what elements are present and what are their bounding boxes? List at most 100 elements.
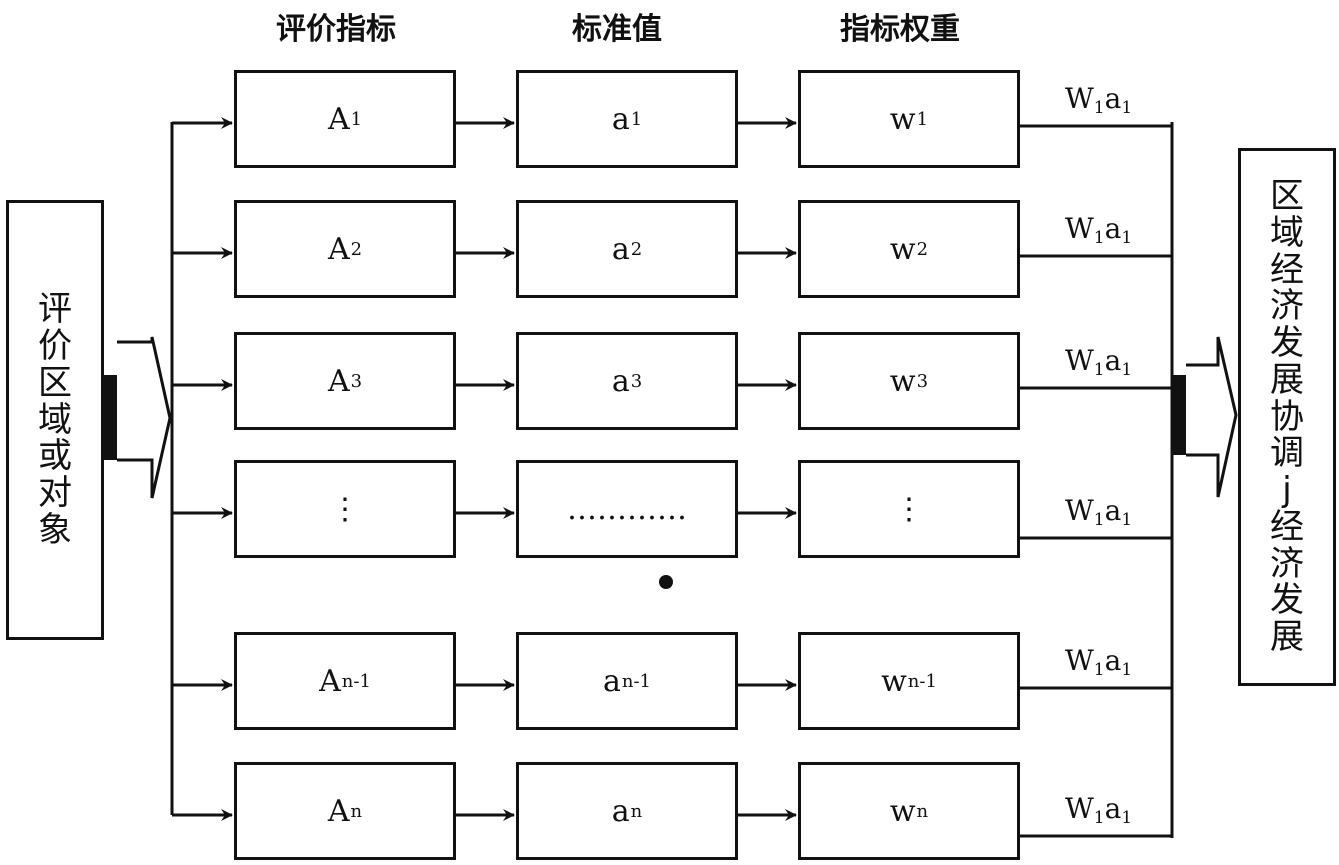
weight-box-subscript: 3 <box>916 370 929 392</box>
indicator-box-symbol: A <box>327 231 350 267</box>
weighted-output-a-sub: 1 <box>1121 228 1133 248</box>
weighted-output-a: a <box>1104 494 1122 527</box>
weighted-output-a: a <box>1104 212 1122 245</box>
header-indicator: 评价指标 <box>276 12 396 47</box>
weighted-output-W: W <box>1065 82 1094 115</box>
weighted-output-a-sub: 1 <box>1121 808 1133 828</box>
indicator-box-symbol: ⋮ <box>330 491 360 527</box>
input-big-arrow <box>117 336 172 499</box>
standard-value-box-symbol: ………… <box>567 491 687 527</box>
standard-value-box-symbol: a <box>611 231 630 267</box>
standard-value-box-symbol: a <box>611 101 630 137</box>
weighted-output-label: W1a1 <box>1065 344 1132 380</box>
input_label-char: 评 <box>38 289 72 330</box>
input_label-char: 价 <box>38 326 72 367</box>
input_label-char: 区 <box>38 362 72 403</box>
weighted-output-a: a <box>1104 792 1122 825</box>
weighted-output-W: W <box>1065 644 1094 677</box>
input_label-char: 域 <box>38 399 72 440</box>
indicator-box-symbol: A <box>327 101 350 137</box>
output_label-char: 发 <box>1270 580 1304 621</box>
weight-box-symbol: w <box>889 363 916 399</box>
output_label-char: 经 <box>1270 249 1304 290</box>
weighted-output-a-sub: 1 <box>1121 510 1133 530</box>
standard-value-box-symbol: a <box>602 663 621 699</box>
input_label-char: 象 <box>38 509 72 550</box>
standard-value-box-symbol: a <box>611 363 630 399</box>
weight-box-symbol: w <box>889 231 916 267</box>
weighted-output-W: W <box>1065 494 1094 527</box>
weighted-output-a-sub: 1 <box>1121 98 1133 118</box>
input_label-char: 或 <box>38 436 72 477</box>
weight-box-symbol: w <box>889 101 916 137</box>
input-connector-block <box>103 375 117 460</box>
weighted-output-a: a <box>1104 644 1122 677</box>
weighted-output-a: a <box>1104 82 1122 115</box>
weighted-output-label: W1a1 <box>1065 494 1132 530</box>
standard-value-box-subscript: 3 <box>630 370 643 392</box>
weight-box-subscript: n-1 <box>907 670 937 692</box>
standard-value-box-symbol: a <box>611 793 630 829</box>
indicator-box-subscript: n-1 <box>341 670 371 692</box>
weight-box-subscript: 1 <box>916 108 929 130</box>
indicator-box-subscript: 3 <box>350 370 363 392</box>
header-weight: 指标权重 <box>840 12 960 47</box>
output_label-char: 展 <box>1270 359 1304 400</box>
indicator-box-subscript: 1 <box>350 108 363 130</box>
indicator-box-symbol: A <box>327 793 350 829</box>
weight-box-subscript: n <box>916 800 929 822</box>
header-standard: 标准值 <box>572 12 662 47</box>
weight-box-symbol: ⋮ <box>894 491 924 527</box>
standard-value-box-subscript: 2 <box>630 238 643 260</box>
weighted-output-W-sub: 1 <box>1093 660 1105 680</box>
output_label-char: 济 <box>1270 286 1304 327</box>
standard-value-box-subscript: n <box>630 800 643 822</box>
weighted-output-label: W1a1 <box>1065 212 1132 248</box>
weight-box-symbol: w <box>889 793 916 829</box>
output_label-char: j <box>1282 470 1292 511</box>
weighted-output-W: W <box>1065 792 1094 825</box>
output_label-char: 发 <box>1270 323 1304 364</box>
weighted-output-W-sub: 1 <box>1093 808 1105 828</box>
input-region-box: 评价区域或对象 <box>6 200 104 640</box>
standard-value-box-subscript: 1 <box>630 108 643 130</box>
stray-dot <box>659 575 673 589</box>
weighted-output-W-sub: 1 <box>1093 98 1105 118</box>
output_label-char: 经 <box>1270 506 1304 547</box>
weighted-output-W: W <box>1065 344 1094 377</box>
standard-value-box: ………… <box>516 460 738 558</box>
weighted-output-W: W <box>1065 212 1094 245</box>
weighted-output-a-sub: 1 <box>1121 660 1133 680</box>
indicator-box-subscript: 2 <box>350 238 363 260</box>
weight-box: ⋮ <box>798 460 1020 558</box>
indicator-box-symbol: A <box>327 363 350 399</box>
indicator-box: ⋮ <box>234 460 456 558</box>
weighted-output-a-sub: 1 <box>1121 360 1133 380</box>
output_label-char: 协 <box>1270 396 1304 437</box>
weighted-output-W-sub: 1 <box>1093 510 1105 530</box>
standard-value-box-subscript: n-1 <box>621 670 652 692</box>
weighted-output-label: W1a1 <box>1065 82 1132 118</box>
output_label-char: 展 <box>1270 616 1304 657</box>
indicator-box-subscript: n <box>350 800 363 822</box>
output_label-char: 济 <box>1270 543 1304 584</box>
output_label-char: 域 <box>1270 213 1304 254</box>
input_label-char: 对 <box>38 473 72 514</box>
